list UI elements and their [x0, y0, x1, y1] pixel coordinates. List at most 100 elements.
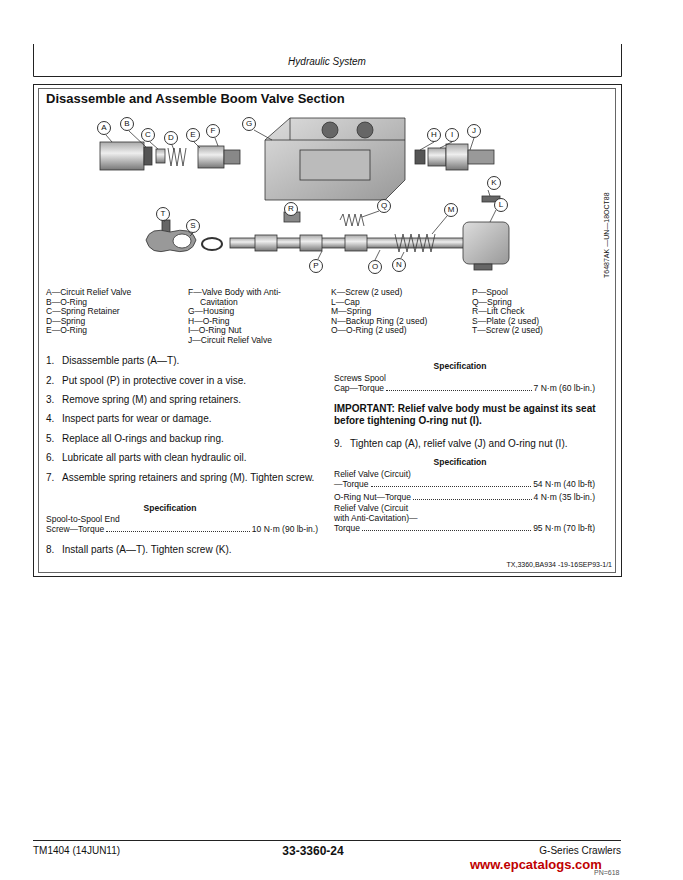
- callout-circle: R: [284, 202, 298, 216]
- step-number: 2.: [46, 375, 60, 387]
- reference-code: TX,3360,BA934 -19-16SEP93-1/1: [507, 561, 612, 569]
- page-code: PN=618: [594, 869, 620, 877]
- step-number: 7.: [46, 472, 60, 484]
- step-text: Disassemble parts (A—T).: [62, 355, 317, 367]
- callout-letter: P: [310, 260, 322, 272]
- step-number: 5.: [46, 433, 60, 445]
- callout-circle: T: [156, 207, 170, 221]
- callout-letter: H: [428, 129, 440, 141]
- figure-id: T6487AK —UN—18OCT88: [603, 192, 611, 278]
- step-text: Assemble spring retainers and spring (M)…: [62, 472, 317, 484]
- callout-circle: N: [392, 258, 406, 272]
- callout-circle: O: [368, 260, 382, 274]
- step-text: Remove spring (M) and spring retainers.: [62, 394, 317, 406]
- step-text: Put spool (P) in protective cover in a v…: [62, 375, 317, 387]
- callout-letter: R: [285, 203, 297, 215]
- part-list-item: B—O-Ring: [46, 298, 198, 308]
- manual-number: TM1404 (14JUN11): [33, 845, 120, 857]
- spec-name: Relief Valve (Circuit with Anti-Cavitati…: [334, 503, 418, 534]
- callout-circle: G: [242, 117, 256, 131]
- callout-letter: T: [157, 208, 169, 220]
- spec-heading: Specification: [400, 361, 520, 371]
- part-list-item: O—O-Ring (2 used): [331, 326, 483, 336]
- manual-title: G-Series Crawlers: [539, 845, 621, 857]
- step-number: 6.: [46, 452, 60, 464]
- part-list-item: P—Spool: [472, 288, 624, 298]
- callout-circle: F: [206, 124, 220, 138]
- callout-circle: E: [186, 128, 200, 142]
- step-number: 1.: [46, 355, 60, 367]
- step-text: Install parts (A—T). Tighten screw (K).: [62, 544, 317, 556]
- spec-value: 4 N·m (35 lb-in.): [534, 492, 595, 502]
- part-list-item: F—Valve Body with Anti-Cavitation: [188, 288, 298, 307]
- dot-leader: [386, 390, 532, 391]
- callout-circle: L: [494, 198, 508, 212]
- callout-letter: I: [446, 129, 458, 141]
- callout-letter: M: [445, 204, 457, 216]
- callout-circle: P: [309, 259, 323, 273]
- spec-name: Relief Valve (Circuit)—Torque: [334, 469, 414, 489]
- spec-name: O-Ring Nut—Torque: [334, 492, 454, 502]
- step-number: 8.: [46, 544, 60, 556]
- spec-value: 95 N·m (70 lb-ft): [533, 523, 595, 533]
- watermark: www.epcatalogs.com: [470, 857, 602, 873]
- part-list-item: G—Housing: [188, 307, 298, 317]
- step-text: Tighten cap (A), relief valve (J) and O-…: [350, 438, 605, 450]
- callout-letter: A: [98, 122, 110, 134]
- callout-circle: J: [467, 124, 481, 138]
- callout-letter: Q: [378, 200, 390, 212]
- step-text: Lubricate all parts with clean hydraulic…: [62, 452, 317, 464]
- callout-letter: S: [187, 220, 199, 232]
- part-list-item: C—Spring Retainer: [46, 307, 198, 317]
- step-text: Replace all O-rings and backup ring.: [62, 433, 317, 445]
- part-list-item: H—O-Ring: [188, 317, 298, 327]
- part-list-item: L—Cap: [331, 298, 483, 308]
- callout-letter: J: [468, 125, 480, 137]
- callout-circle: A: [97, 121, 111, 135]
- callout-letter: K: [488, 177, 500, 189]
- callout-letter: L: [495, 199, 507, 211]
- section-title: Disassemble and Assemble Boom Valve Sect…: [46, 91, 345, 107]
- callout-circle: K: [487, 176, 501, 190]
- dot-leader: [371, 486, 532, 487]
- spec-value: 7 N·m (60 lb-in.): [534, 383, 595, 393]
- part-list-item: I—O-Ring Nut: [188, 326, 298, 336]
- spec-heading: Specification: [400, 457, 520, 467]
- part-list-item: R—Lift Check: [472, 307, 624, 317]
- part-list-item: N—Backup Ring (2 used): [331, 317, 483, 327]
- callout-circle: B: [120, 117, 134, 131]
- callout-letter: F: [207, 125, 219, 137]
- dot-leader: [362, 530, 531, 531]
- part-list-item: Q—Spring: [472, 298, 624, 308]
- part-list-item: J—Circuit Relief Valve: [188, 336, 298, 346]
- part-list-item: M—Spring: [331, 307, 483, 317]
- part-list-item: D—Spring: [46, 317, 198, 327]
- callout-circle: H: [427, 128, 441, 142]
- dot-leader: [413, 499, 532, 500]
- callout-circle: M: [444, 203, 458, 217]
- callout-circle: I: [445, 128, 459, 142]
- exploded-view: [100, 118, 509, 270]
- frames: [33, 44, 622, 841]
- spec-name: Spool-to-Spool End Screw—Torque: [46, 514, 138, 534]
- callout-letter: N: [393, 259, 405, 271]
- callout-circle: Q: [377, 199, 391, 213]
- spec-value: 54 N·m (40 lb-ft): [533, 479, 595, 489]
- part-list-item: A—Circuit Relief Valve: [46, 288, 198, 298]
- header-text: Hydraulic System: [227, 56, 427, 68]
- callout-letter: C: [142, 129, 154, 141]
- step-number: 3.: [46, 394, 60, 406]
- callout-letter: B: [121, 118, 133, 130]
- step-number: 9.: [334, 438, 348, 450]
- part-list-item: T—Screw (2 used): [472, 326, 624, 336]
- part-list-item: K—Screw (2 used): [331, 288, 483, 298]
- step-number: 4.: [46, 413, 60, 425]
- part-list-item: E—O-Ring: [46, 326, 198, 336]
- spec-heading: Specification: [110, 503, 230, 513]
- spec-value: 10 N·m (90 lb-in.): [252, 524, 318, 534]
- leader-lines: [106, 130, 496, 260]
- callout-circle: S: [186, 219, 200, 233]
- important-note: IMPORTANT: Relief valve body must be aga…: [334, 403, 602, 427]
- callout-circle: D: [164, 131, 178, 145]
- step-text: Inspect parts for wear or damage.: [62, 413, 317, 425]
